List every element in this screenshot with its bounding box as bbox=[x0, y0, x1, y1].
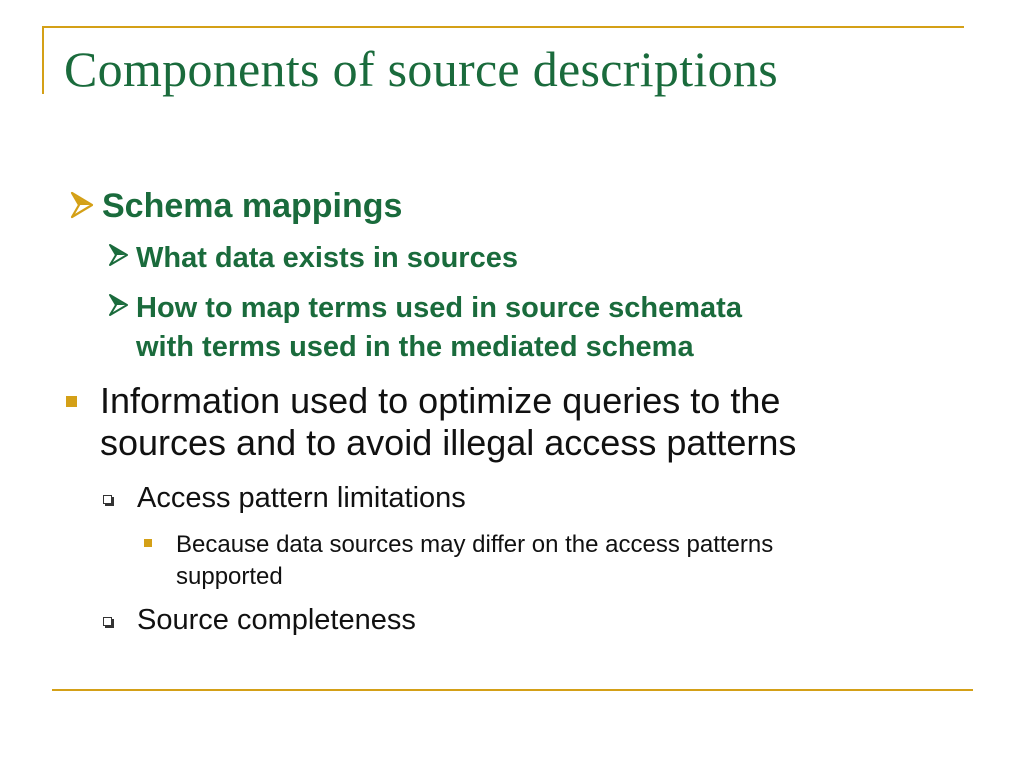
bullet-text-line-1: Because data sources may differ on the a… bbox=[176, 531, 774, 558]
bullet-schema-mappings: Schema mappings bbox=[70, 187, 403, 226]
hollow-square-bullet-icon bbox=[103, 495, 112, 504]
hollow-square-bullet-icon bbox=[103, 617, 112, 626]
arrow-bullet-icon bbox=[109, 244, 128, 266]
bullet-text: Source completeness bbox=[137, 604, 416, 636]
bullet-information-used: Information used to optimize queries to … bbox=[66, 380, 797, 464]
bullet-text: Access pattern limitations bbox=[137, 482, 466, 514]
bullet-text-line-2: with terms used in the mediated schema bbox=[136, 331, 694, 363]
bullet-source-completeness: Source completeness bbox=[103, 604, 416, 637]
bullet-how-to-map-terms: How to map terms used in source schemata… bbox=[109, 289, 742, 367]
bullet-text: Schema mappings bbox=[102, 187, 403, 225]
bullet-text-line-2: sources and to avoid illegal access patt… bbox=[100, 422, 797, 463]
slide-title: Components of source descriptions bbox=[64, 41, 778, 97]
bullet-text-line-1: Information used to optimize queries to … bbox=[100, 380, 781, 421]
bullet-access-pattern-limitations: Access pattern limitations bbox=[103, 482, 466, 515]
title-frame-top-border bbox=[42, 26, 964, 28]
bullet-because-data-sources: Because data sources may differ on the a… bbox=[144, 529, 774, 593]
footer-divider-line bbox=[52, 689, 973, 691]
square-bullet-icon bbox=[144, 539, 152, 547]
bullet-text: What data exists in sources bbox=[136, 242, 518, 274]
arrow-bullet-icon bbox=[70, 191, 94, 219]
bullet-what-data-exists: What data exists in sources bbox=[109, 239, 518, 278]
bullet-text-line-1: How to map terms used in source schemata bbox=[136, 292, 742, 324]
square-bullet-icon bbox=[66, 396, 77, 407]
bullet-text-line-2: supported bbox=[176, 563, 283, 590]
arrow-bullet-icon bbox=[109, 294, 128, 316]
title-frame-left-border bbox=[42, 26, 44, 94]
